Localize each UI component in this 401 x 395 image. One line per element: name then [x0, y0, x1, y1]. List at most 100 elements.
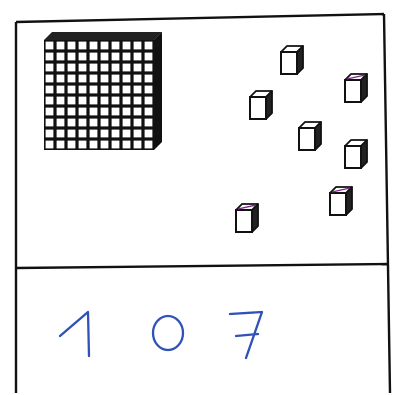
flat-top-face — [44, 32, 162, 40]
flat-grid-cell — [101, 75, 109, 83]
flat-grid-cell — [123, 64, 131, 72]
flat-grid-cell — [112, 97, 120, 105]
flat-grid-cell — [101, 130, 109, 138]
flat-grid-cell — [145, 64, 153, 72]
flat-grid-cell — [134, 130, 142, 138]
flat-grid-cell — [68, 75, 76, 83]
flat-grid-cell — [57, 86, 65, 94]
flat-grid-cell — [79, 64, 87, 72]
flat-grid-cell — [112, 130, 120, 138]
flat-grid-cell — [134, 53, 142, 61]
flat-grid-cell — [112, 141, 120, 149]
flat-grid-cell — [101, 108, 109, 116]
cube-front-face — [345, 80, 361, 102]
flat-grid-cell — [90, 53, 98, 61]
flat-grid-cell — [123, 86, 131, 94]
flat-grid-cell — [112, 64, 120, 72]
flat-grid-cell — [123, 130, 131, 138]
flat-grid-cell — [57, 130, 65, 138]
flat-grid-cell — [46, 42, 54, 50]
cube-front-face — [236, 210, 252, 232]
unit-cube-icon — [345, 74, 367, 102]
flat-grid-cell — [134, 64, 142, 72]
flat-grid-cell — [90, 64, 98, 72]
cube-front-face — [250, 97, 266, 119]
flat-side-face — [154, 32, 162, 150]
flat-grid-cell — [123, 75, 131, 83]
flat-grid-cell — [123, 108, 131, 116]
flat-grid-cell — [134, 86, 142, 94]
flat-grid-cell — [112, 108, 120, 116]
flat-grid-cell — [79, 108, 87, 116]
flat-grid-cell — [68, 108, 76, 116]
flat-grid-cell — [145, 141, 153, 149]
flat-grid-cell — [101, 119, 109, 127]
flat-grid-cell — [46, 97, 54, 105]
flat-grid-cell — [46, 108, 54, 116]
flat-grid-cell — [68, 141, 76, 149]
flat-grid-cell — [123, 53, 131, 61]
flat-grid-cell — [112, 86, 120, 94]
flat-grid-cell — [57, 53, 65, 61]
flat-grid-cell — [46, 141, 54, 149]
flat-grid-cell — [145, 108, 153, 116]
unit-cube-icon — [299, 122, 321, 150]
unit-cube-icon — [345, 140, 367, 168]
flat-grid-cell — [68, 64, 76, 72]
flat-grid-cell — [79, 53, 87, 61]
flat-grid-cell — [57, 75, 65, 83]
cube-front-face — [330, 193, 346, 215]
flat-grid-cell — [123, 119, 131, 127]
flat-grid-cell — [101, 42, 109, 50]
flat-grid-cell — [134, 75, 142, 83]
flat-grid-cell — [57, 42, 65, 50]
flat-grid-cell — [79, 97, 87, 105]
flat-grid-cell — [145, 119, 153, 127]
flat-grid-cell — [68, 119, 76, 127]
flat-grid-cell — [145, 86, 153, 94]
flat-grid-cell — [101, 97, 109, 105]
flat-grid-cell — [79, 130, 87, 138]
flat-grid-cell — [79, 141, 87, 149]
flat-grid-cell — [134, 97, 142, 105]
unit-cube-icon — [250, 91, 272, 119]
flat-grid-cell — [123, 42, 131, 50]
flat-grid-cell — [68, 86, 76, 94]
unit-cube-icon — [281, 46, 303, 74]
flat-grid-cell — [46, 119, 54, 127]
flat-grid-cell — [79, 119, 87, 127]
flat-grid-cell — [68, 53, 76, 61]
flat-grid-cell — [79, 75, 87, 83]
unit-cube-icon — [330, 187, 352, 215]
flat-grid-cell — [112, 119, 120, 127]
flat-grid-cell — [68, 42, 76, 50]
flat-grid-cell — [46, 75, 54, 83]
flat-grid-cell — [90, 119, 98, 127]
flat-grid-cell — [90, 97, 98, 105]
flat-grid-cell — [68, 97, 76, 105]
flat-grid-cell — [46, 86, 54, 94]
flat-grid-cell — [57, 141, 65, 149]
flat-grid-cell — [112, 42, 120, 50]
flat-grid-cell — [134, 42, 142, 50]
flat-grid-cell — [90, 130, 98, 138]
unit-cube-icon — [236, 204, 258, 232]
flat-grid-cell — [57, 108, 65, 116]
cube-front-face — [281, 52, 297, 74]
flat-grid-cell — [145, 97, 153, 105]
flat-grid-cell — [79, 86, 87, 94]
flat-grid-cell — [145, 42, 153, 50]
flat-grid-cell — [145, 75, 153, 83]
flat-grid-cell — [90, 75, 98, 83]
flat-grid-cell — [46, 53, 54, 61]
cube-front-face — [345, 146, 361, 168]
flat-grid-cell — [123, 141, 131, 149]
flat-grid-cell — [90, 108, 98, 116]
flat-grid-cell — [112, 75, 120, 83]
flat-grid-cell — [90, 86, 98, 94]
flat-grid-cell — [46, 130, 54, 138]
flat-grid-cell — [101, 64, 109, 72]
flat-grid-cell — [112, 53, 120, 61]
flat-grid-cell — [90, 141, 98, 149]
flat-grid-cell — [46, 64, 54, 72]
